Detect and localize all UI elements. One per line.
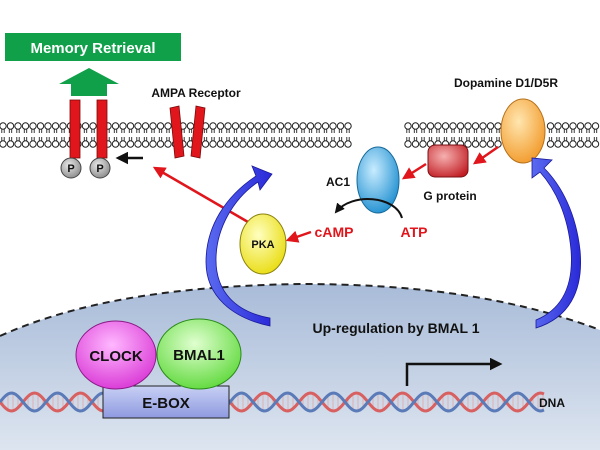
g-protein: [427, 144, 469, 178]
bmal1-protein: [156, 318, 242, 390]
ac1-label: AC1: [326, 175, 350, 189]
ampa-membrane-subunit-1: [169, 105, 185, 159]
blue-arrow-right: [531, 157, 581, 329]
ebox-element: [102, 385, 230, 419]
ampa-subunit-2: [96, 99, 108, 159]
dopamine-receptor-label: Dopamine D1/D5R: [454, 76, 558, 90]
g-protein-label: G protein: [423, 189, 476, 203]
memory-retrieval-label: Memory Retrieval: [30, 40, 155, 57]
camp-label: cAMP: [315, 224, 354, 240]
ampa-membrane-subunit-2: [190, 105, 206, 159]
clock-protein: [75, 320, 157, 390]
pka-kinase: [239, 213, 287, 275]
phosphate-1: [60, 157, 82, 179]
atp-label: ATP: [401, 224, 428, 240]
ebox-label: E-BOX: [142, 395, 190, 412]
blue-arrow-left: [205, 165, 273, 327]
camp-to-pka-arrow: [285, 230, 312, 243]
ampa-subunit-1: [69, 99, 81, 159]
dna-label: DNA: [539, 396, 565, 410]
up-regulation-label: Up-regulation by BMAL 1: [313, 320, 480, 336]
phosphate-1-label: P: [67, 163, 74, 175]
ampa-receptor-label: AMPA Receptor: [151, 86, 241, 100]
phosphate-2: [89, 157, 111, 179]
clock-label: CLOCK: [89, 348, 142, 365]
bmal1-label: BMAL1: [173, 347, 225, 364]
memory-up-arrow: [59, 68, 119, 96]
dopamine-to-gprotein-arrow: [472, 145, 499, 165]
memory-retrieval-box: [5, 33, 181, 61]
pka-to-ampa-arrow: [152, 166, 249, 224]
pka-label: PKA: [251, 239, 274, 251]
phosphate-2-label: P: [96, 163, 103, 175]
ac1-enzyme: [356, 146, 400, 214]
atp-to-camp-arrow: [334, 198, 403, 219]
gprotein-to-ac1-arrow: [401, 162, 427, 180]
dopamine-receptor: [500, 98, 546, 164]
transcription-start-arrow: [405, 357, 503, 386]
nuclear-envelope: [0, 282, 600, 337]
